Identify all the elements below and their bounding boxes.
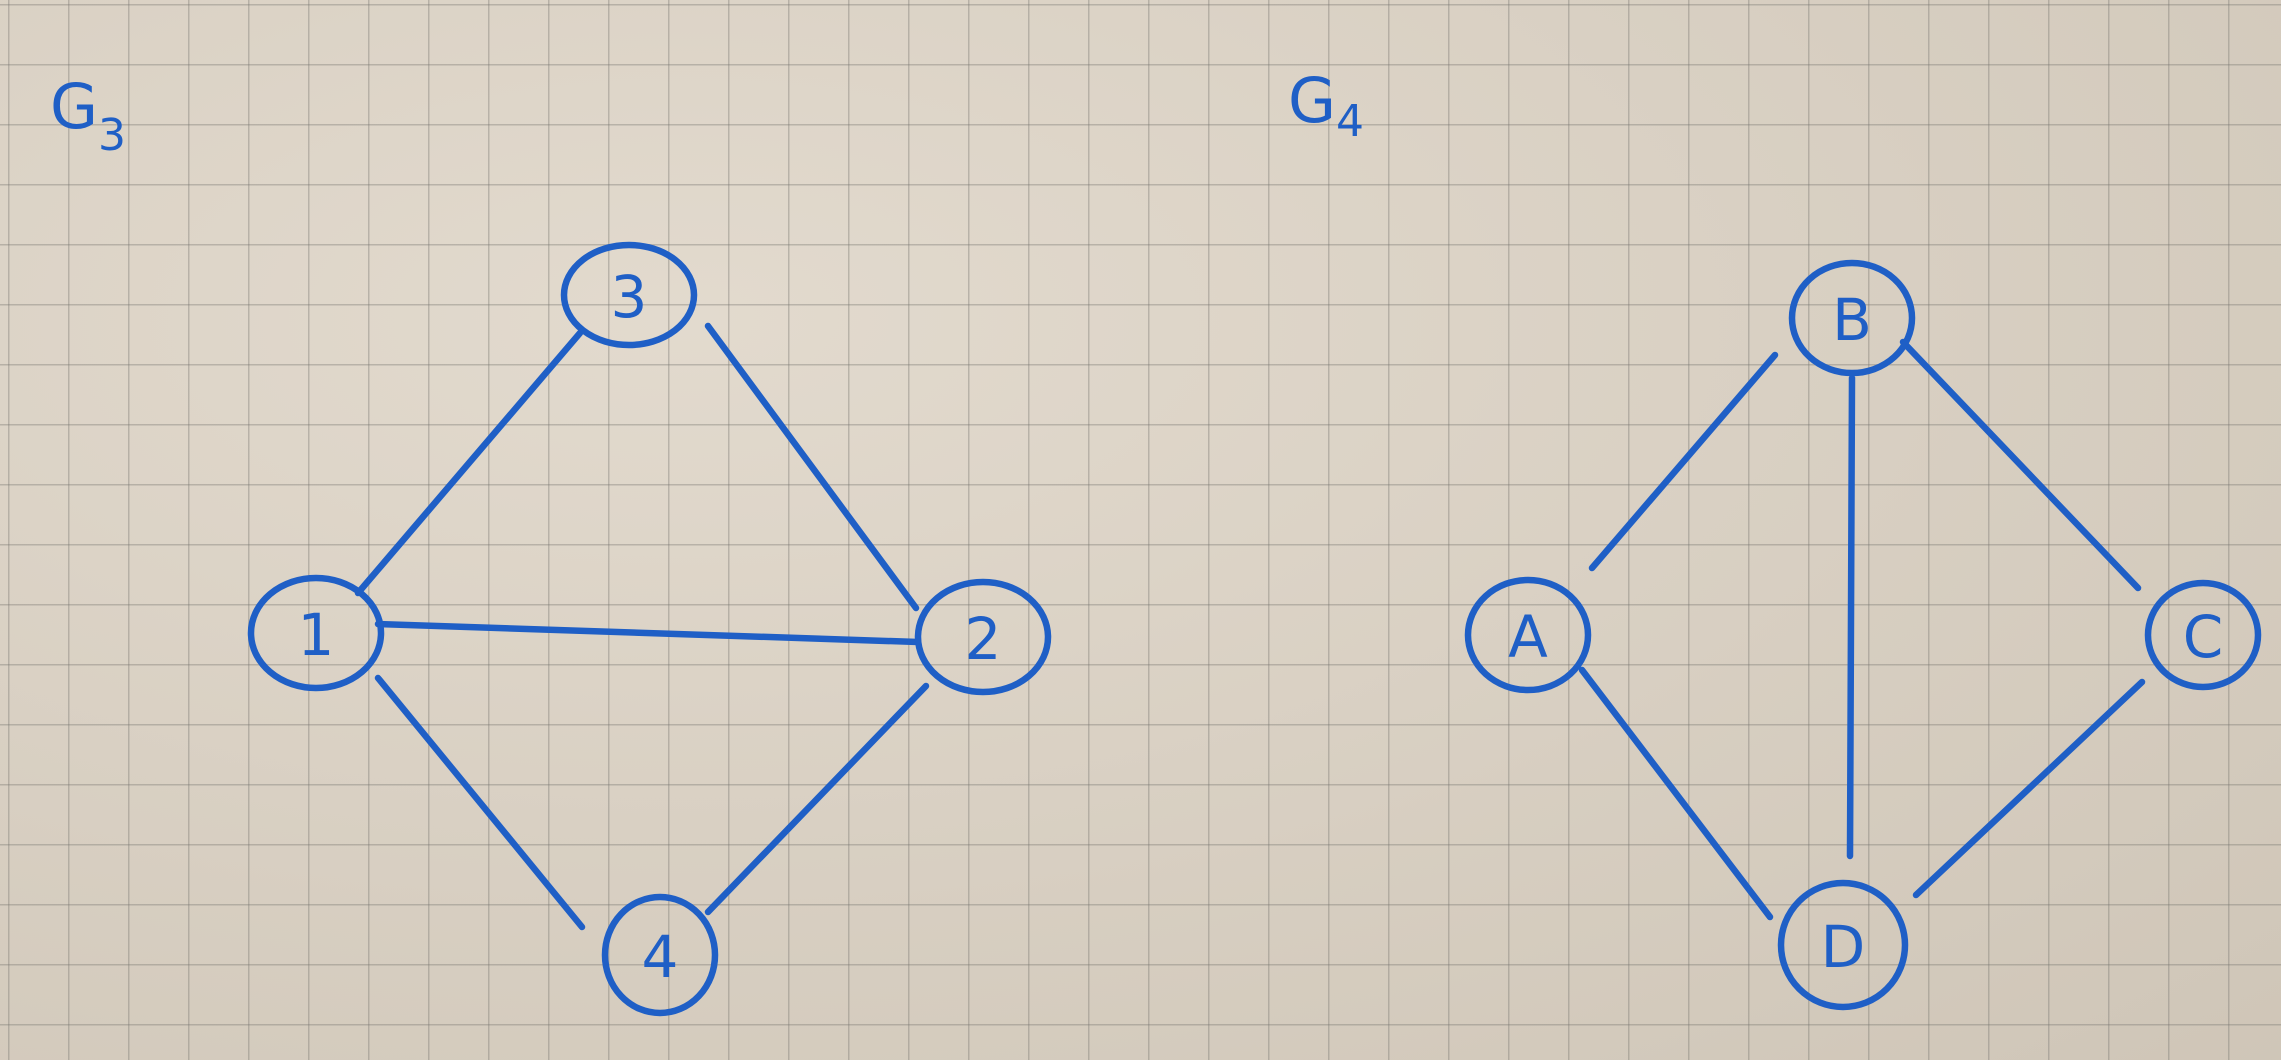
node-3-label: 3 (611, 263, 648, 331)
graph-g4: G4 B A C D (1288, 64, 2262, 1011)
node-D: D (1777, 879, 1909, 1011)
node-A-label: A (1508, 603, 1548, 671)
edge-A-B (1588, 351, 1779, 572)
node-1: 1 (247, 574, 385, 692)
node-3: 3 (560, 241, 698, 349)
node-A: A (1464, 576, 1592, 694)
graph-g4-title: G4 (1288, 64, 1364, 147)
graph-g3-title: G3 (50, 70, 126, 161)
node-C: C (2144, 579, 2262, 691)
edge-B-D (1846, 374, 1856, 860)
edge-2-4 (704, 682, 930, 916)
edge-1-4 (374, 674, 586, 931)
node-1-label: 1 (298, 601, 335, 669)
node-D-label: D (1821, 913, 1866, 981)
edge-1-3 (354, 329, 584, 597)
node-4-label: 4 (642, 923, 679, 991)
edge-A-D (1578, 666, 1774, 921)
node-2: 2 (914, 578, 1052, 696)
node-B-label: B (1832, 286, 1872, 354)
edge-3-2 (704, 322, 920, 612)
edge-C-D (1912, 678, 2146, 899)
node-4: 4 (601, 893, 719, 1017)
node-B: B (1788, 259, 1916, 377)
graph-g3: G3 3 1 2 4 (50, 70, 1052, 1017)
edge-B-C (1899, 338, 2142, 592)
edge-1-2 (374, 620, 922, 646)
node-2-label: 2 (965, 605, 1002, 673)
node-C-label: C (2183, 603, 2224, 671)
